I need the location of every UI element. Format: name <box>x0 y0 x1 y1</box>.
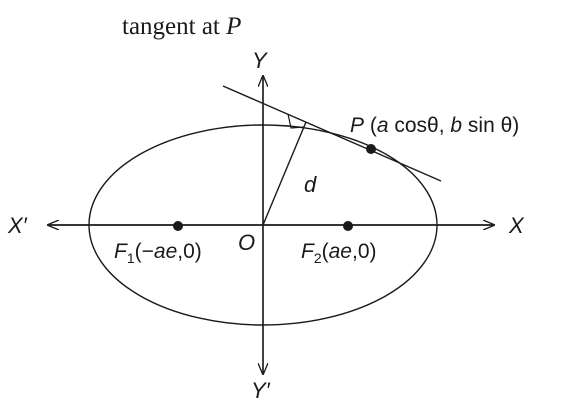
point-p-dot <box>366 144 376 154</box>
perpendicular-segment-d <box>262 121 307 226</box>
focus-f2-label: F2(ae,0) <box>301 240 377 266</box>
diagram-title: tangent at P <box>122 13 241 40</box>
origin-label: O <box>238 230 255 255</box>
y-axis-positive-label: Y <box>252 48 268 73</box>
x-axis-positive-label: X <box>508 213 525 238</box>
distance-d-label: d <box>304 172 317 197</box>
point-p-label: P (a cosθ, b sin θ) <box>350 114 519 137</box>
focus-f1-label: F1(−ae,0) <box>114 240 202 266</box>
tangent-line <box>222 85 442 182</box>
focus-f2-dot <box>343 221 353 231</box>
x-axis-negative-label: X′ <box>7 213 28 238</box>
focus-f1-dot <box>173 221 183 231</box>
y-axis-negative-label: Y′ <box>251 378 271 403</box>
right-angle-marker <box>287 113 305 129</box>
